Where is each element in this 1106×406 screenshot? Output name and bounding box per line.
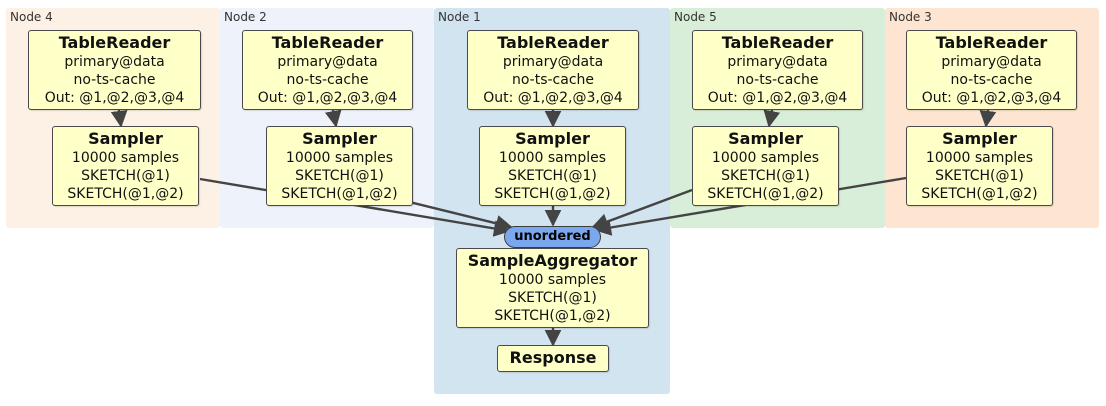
sampler-title: Sampler (942, 129, 1017, 148)
node-1-title: Node 1 (438, 10, 481, 24)
sampler-line: 10000 samples (925, 150, 1034, 166)
table-reader-line: primary@data (727, 54, 828, 70)
sampler-title: Sampler (728, 129, 803, 148)
table-reader-title: TableReader (58, 33, 171, 52)
sampler-title: Sampler (302, 129, 377, 148)
sampler-line: 10000 samples (498, 150, 607, 166)
table-reader-line: primary@data (941, 54, 1042, 70)
sampler-line: 10000 samples (711, 150, 820, 166)
sampler-line: SKETCH(@1) (81, 168, 170, 184)
sampler-line: 10000 samples (71, 150, 180, 166)
response-title: Response (509, 348, 597, 367)
sampler-line: SKETCH(@1) (508, 168, 597, 184)
table-reader-node-4: TableReader primary@data no-ts-cache Out… (28, 30, 201, 110)
sample-aggregator-line: 10000 samples (498, 272, 607, 288)
edge-tr3-sampler3 (979, 109, 997, 128)
table-reader-node-2: TableReader primary@data no-ts-cache Out… (242, 30, 413, 110)
table-reader-line: Out: @1,@2,@3,@4 (257, 90, 398, 106)
table-reader-title: TableReader (497, 33, 609, 52)
table-reader-line: no-ts-cache (511, 72, 595, 88)
sampler-line: SKETCH(@1,@2) (281, 186, 398, 202)
table-reader-title: TableReader (935, 33, 1048, 52)
sample-aggregator-title: SampleAggregator (467, 251, 638, 270)
sampler-line: SKETCH(@1) (295, 168, 384, 184)
response-box: Response (497, 345, 609, 372)
sample-aggregator: SampleAggregator 10000 samples SKETCH(@1… (456, 248, 649, 328)
sampler-node-4: Sampler 10000 samples SKETCH(@1) SKETCH(… (52, 126, 199, 206)
table-reader-title: TableReader (721, 33, 834, 52)
node-4-title: Node 4 (10, 10, 53, 24)
sampler-node-5: Sampler 10000 samples SKETCH(@1) SKETCH(… (692, 126, 839, 206)
table-reader-line: no-ts-cache (736, 72, 819, 88)
table-reader-node-1: TableReader primary@data no-ts-cache Out… (467, 30, 639, 110)
table-reader-line: primary@data (64, 54, 165, 70)
sampler-node-1: Sampler 10000 samples SKETCH(@1) SKETCH(… (479, 126, 626, 206)
unordered-merge-badge: unordered (504, 226, 601, 248)
sampler-line: SKETCH(@1) (721, 168, 810, 184)
sampler-line: SKETCH(@1,@2) (921, 186, 1038, 202)
sampler-line: 10000 samples (285, 150, 394, 166)
table-reader-line: no-ts-cache (286, 72, 369, 88)
node-3-title: Node 3 (889, 10, 932, 24)
table-reader-line: Out: @1,@2,@3,@4 (707, 90, 848, 106)
table-reader-line: primary@data (502, 54, 604, 70)
table-reader-line: no-ts-cache (73, 72, 156, 88)
table-reader-node-3: TableReader primary@data no-ts-cache Out… (906, 30, 1077, 110)
sampler-line: SKETCH(@1,@2) (67, 186, 184, 202)
sample-aggregator-line: SKETCH(@1,@2) (494, 308, 611, 324)
table-reader-line: Out: @1,@2,@3,@4 (44, 90, 185, 106)
sampler-node-2: Sampler 10000 samples SKETCH(@1) SKETCH(… (266, 126, 413, 206)
sampler-line: SKETCH(@1,@2) (707, 186, 824, 202)
sampler-node-3: Sampler 10000 samples SKETCH(@1) SKETCH(… (906, 126, 1053, 206)
table-reader-node-5: TableReader primary@data no-ts-cache Out… (692, 30, 863, 110)
edge-tr4-sampler4 (110, 109, 128, 128)
sampler-line: SKETCH(@1) (935, 168, 1024, 184)
table-reader-line: no-ts-cache (950, 72, 1033, 88)
node-2-title: Node 2 (224, 10, 267, 24)
node-5-title: Node 5 (674, 10, 717, 24)
sampler-title: Sampler (515, 129, 590, 148)
sampler-line: SKETCH(@1,@2) (494, 186, 611, 202)
sample-aggregator-line: SKETCH(@1) (508, 290, 597, 306)
table-reader-line: Out: @1,@2,@3,@4 (483, 90, 623, 106)
table-reader-line: primary@data (277, 54, 378, 70)
edge-tr5-sampler5 (763, 109, 781, 128)
edge-tr2-sampler2 (324, 109, 342, 128)
table-reader-title: TableReader (271, 33, 384, 52)
table-reader-line: Out: @1,@2,@3,@4 (921, 90, 1062, 106)
sampler-title: Sampler (88, 129, 163, 148)
